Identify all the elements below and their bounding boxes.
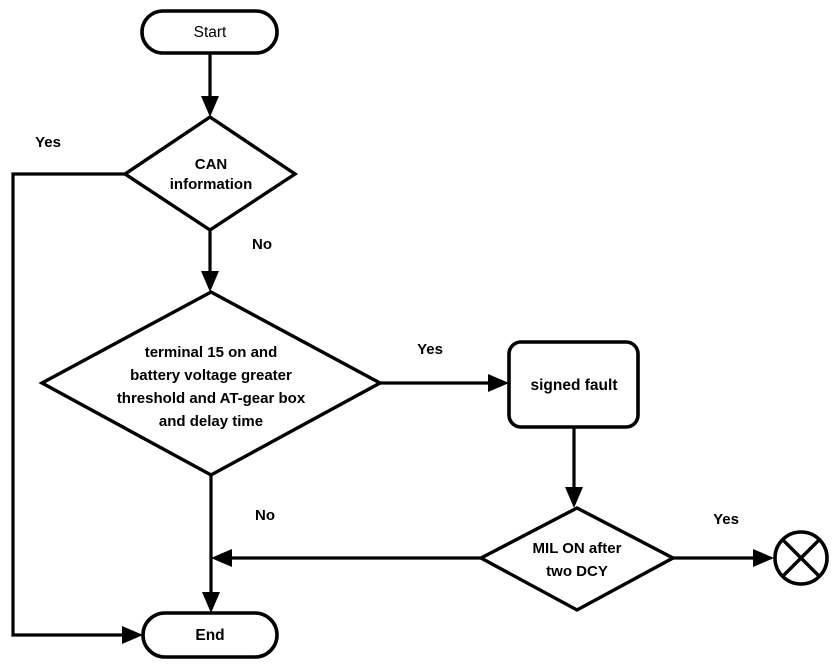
node-conditions-label-line4: and delay time: [159, 413, 263, 430]
node-conditions-label-line2: battery voltage greater: [130, 367, 292, 384]
edge-mil-no-to-end-line: [211, 549, 481, 567]
arrowhead-down: [202, 592, 220, 613]
node-mil-on-label-line1: MIL ON after: [533, 540, 622, 557]
node-conditions-label-line3: threshold and AT-gear box: [117, 390, 306, 407]
edge-label-conditions-no: No: [255, 507, 275, 524]
edge-conditions-no-to-end: [202, 475, 220, 613]
node-signed-fault[interactable]: signed fault: [507, 340, 640, 429]
arrowhead-down: [201, 96, 219, 117]
arrowhead-right: [122, 626, 143, 644]
arrowhead-right: [488, 374, 509, 392]
node-end[interactable]: End: [141, 611, 279, 659]
node-can-information-label-line2: information: [170, 176, 253, 193]
node-conditions[interactable]: terminal 15 on and battery voltage great…: [38, 290, 384, 477]
edge-can-no-to-conditions: [201, 230, 219, 292]
node-mil-on[interactable]: MIL ON after two DCY: [477, 506, 677, 612]
edge-label-conditions-yes: Yes: [417, 341, 443, 358]
arrowhead-right: [753, 549, 774, 567]
edge-label-mil-yes: Yes: [713, 511, 739, 528]
arrowhead-down: [201, 271, 219, 292]
edge-mil-yes-to-lamp: [673, 549, 774, 567]
node-end-label: End: [195, 627, 224, 644]
node-can-information[interactable]: CAN information: [121, 114, 299, 233]
edge-start-to-can: [201, 53, 219, 117]
edge-conditions-yes-to-signed-fault: [380, 374, 509, 392]
arrowhead-left: [211, 549, 232, 567]
node-can-information-label-line1: CAN: [195, 156, 228, 173]
edge-signed-fault-to-mil: [565, 427, 583, 508]
node-start[interactable]: Start: [140, 9, 279, 55]
edge-label-can-yes: Yes: [35, 134, 61, 151]
node-mil-lamp[interactable]: [773, 530, 829, 586]
node-conditions-label-line1: terminal 15 on and: [145, 344, 278, 361]
edge-label-can-no: No: [252, 236, 272, 253]
node-start-label: Start: [194, 24, 227, 41]
node-mil-on-label-line2: two DCY: [546, 563, 608, 580]
node-signed-fault-label: signed fault: [531, 377, 618, 394]
edge-can-yes-to-end: [11, 172, 143, 644]
arrowhead-down: [565, 487, 583, 508]
